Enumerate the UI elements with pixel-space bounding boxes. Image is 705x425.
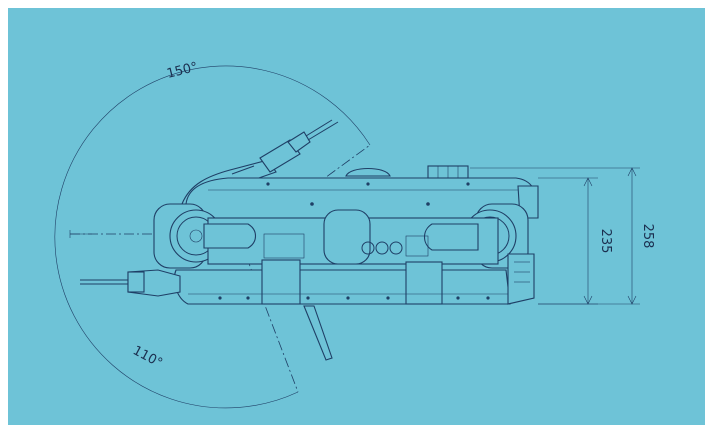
dimension-235-label: 235	[598, 229, 613, 254]
lower-manipulator-arm	[80, 269, 181, 297]
rov-side-view-diagram: 150° 110°	[8, 8, 705, 425]
lower-probe	[303, 305, 333, 361]
fastener-dots	[218, 182, 490, 300]
lower-arm-axis	[239, 239, 299, 393]
diagram-frame: 150° 110°	[8, 8, 705, 425]
manipulator-swing-arc	[54, 65, 371, 409]
upper-angle-label: 150°	[165, 60, 199, 82]
dimension-258-label: 258	[640, 224, 655, 249]
upper-hull-tube	[185, 165, 539, 219]
mid-frame	[203, 209, 499, 265]
dimension-258: 258	[470, 167, 655, 305]
